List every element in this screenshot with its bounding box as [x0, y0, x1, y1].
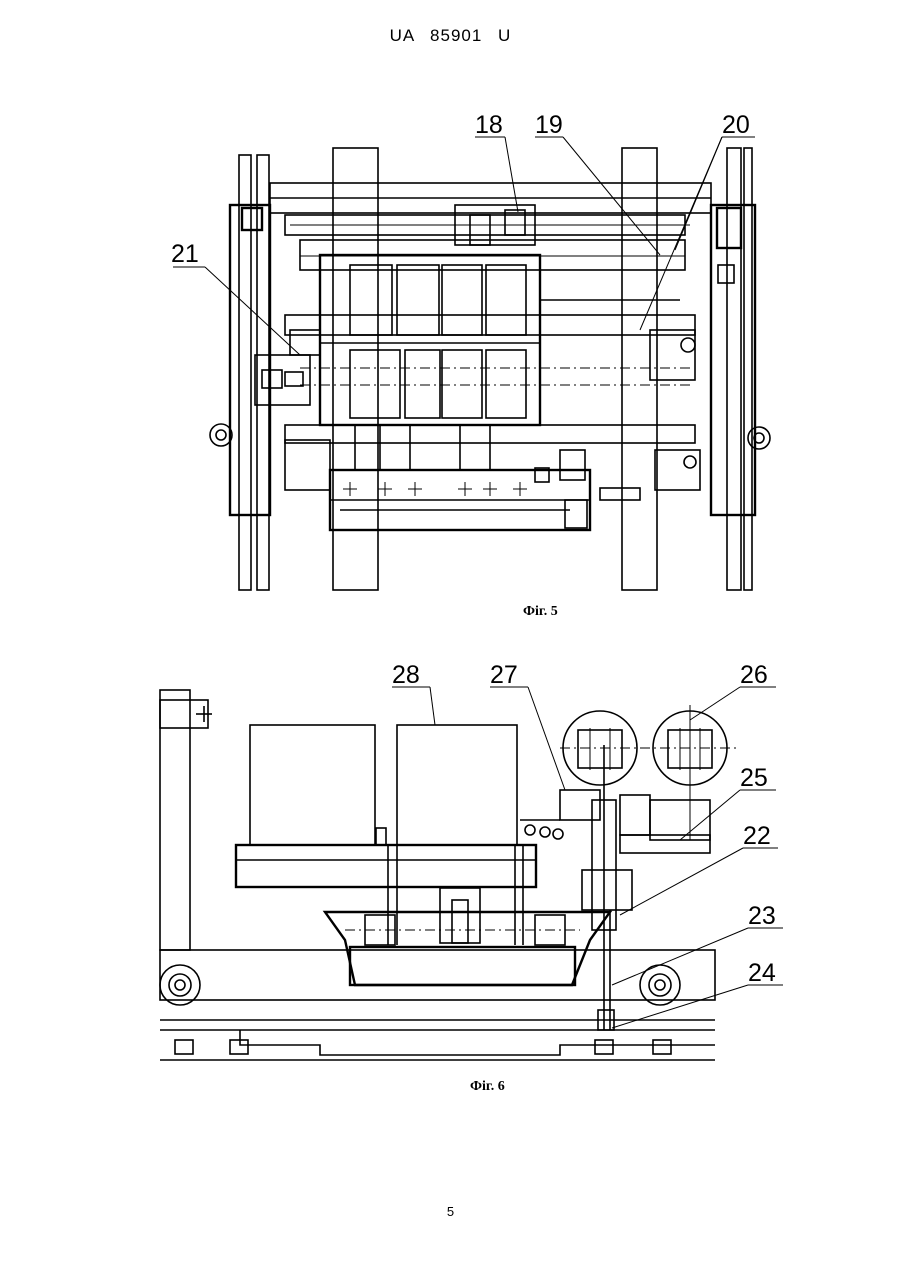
page-number: 5: [0, 1204, 901, 1219]
figure-5-caption: Фіг. 5: [523, 604, 558, 620]
fig6-label-26: 26: [740, 661, 768, 689]
fig5-label-19: 19: [535, 111, 563, 139]
fig5-label-20: 21: [171, 240, 199, 268]
fig6-label-24: 24: [748, 959, 776, 987]
figure-6-caption: Фіг. 6: [470, 1079, 505, 1095]
fig5-label-18: 18: [475, 111, 503, 139]
figure-5-drawing: 21 18 19 20: [171, 111, 770, 590]
fig6-label-23: 23: [748, 902, 776, 930]
figure-6-drawing: 28 27 26 25 22 23 24: [160, 661, 783, 1060]
fig6-label-28: 28: [392, 661, 420, 689]
fig6-label-27: 27: [490, 661, 518, 689]
fig5-label-21: 20: [722, 111, 750, 139]
fig6-label-22: 22: [743, 822, 771, 850]
fig6-label-25: 25: [740, 764, 768, 792]
